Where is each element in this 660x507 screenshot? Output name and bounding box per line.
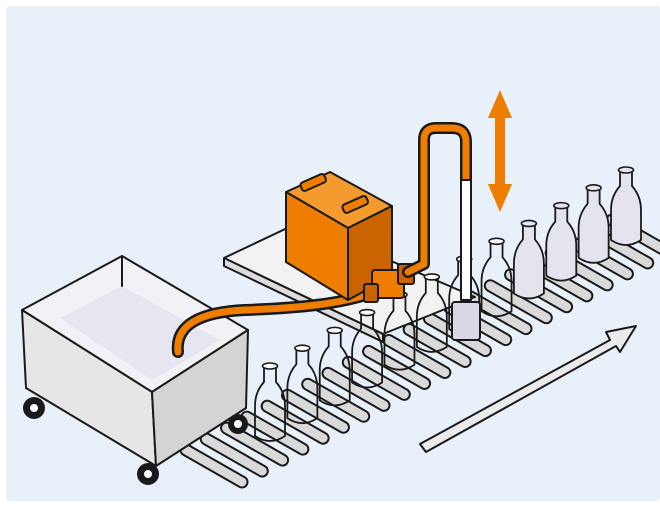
filling-lance [451,179,481,341]
roller [321,366,391,412]
bin-wheels [23,397,248,485]
wheel-icon [137,463,159,485]
filling-nozzle-head [451,301,481,341]
bottle-empty [318,326,351,407]
bottle-filled [610,166,642,246]
bin-side-panel [151,329,249,467]
bottle-empty [254,362,286,442]
roller [240,410,310,456]
wheel-icon [228,414,248,434]
roller [341,355,411,401]
roller [179,443,249,489]
roller [402,323,472,369]
roller [280,388,350,434]
long-arrow-icon [419,325,637,453]
roller [483,279,553,325]
bottle-empty [286,344,319,425]
bottle-filled [513,219,545,300]
bottle-empty [351,308,383,389]
bottle-filled [577,184,610,264]
pump-handle [341,195,369,214]
roller [199,432,269,478]
bottle-empty [480,237,513,318]
suction-hose [171,287,378,358]
bottle-empty [415,273,448,353]
roller [382,333,452,379]
bottle-row [254,166,642,442]
roller [362,344,432,390]
bottle-filled [545,201,578,282]
discharge-pipe [402,122,472,278]
pump-handle [299,173,327,192]
double-headed-arrow-icon [488,90,512,212]
pump-unit [285,171,393,301]
wheel-icon [23,397,45,419]
